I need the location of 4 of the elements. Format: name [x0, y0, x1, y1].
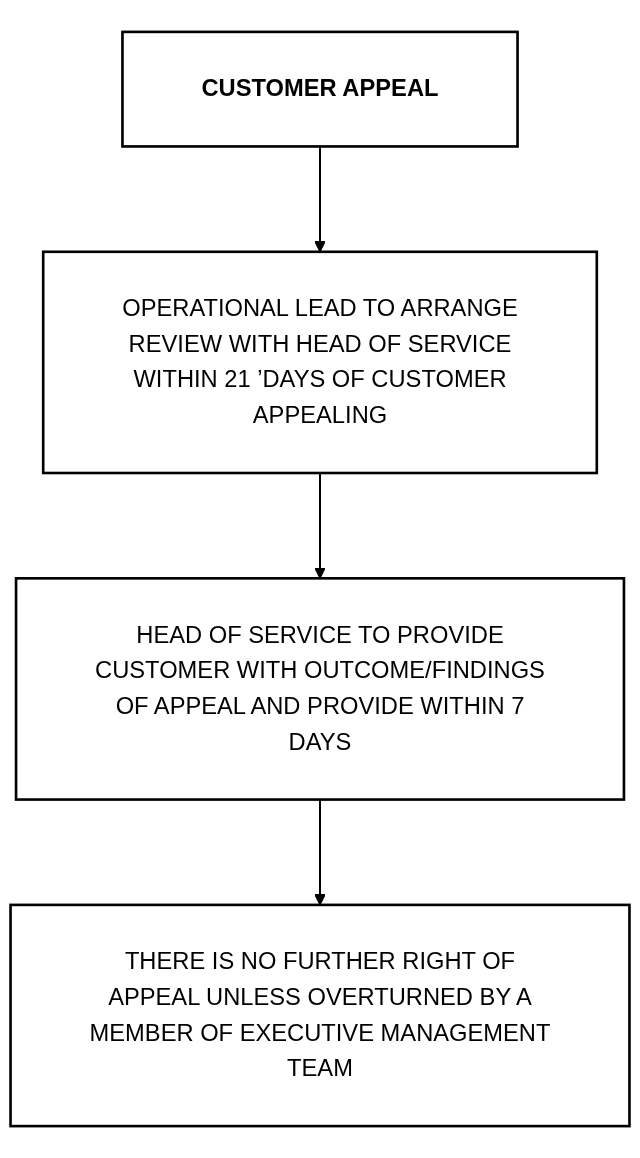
node-box: THERE IS NO FURTHER RIGHT OF APPEAL UNLESS OVERTURNED BY A MEMBER OF EXECUTIVE MANAGEMENT TEAM	[9, 903, 631, 1128]
node-box: CUSTOMER APPEAL	[121, 30, 519, 148]
node-box: OPERATIONAL LEAD TO ARRANGE REVIEW WITH HEAD OF SERVICE WITHIN 21 ’DAYS OF CUSTOMER APPEALING	[41, 250, 599, 475]
node-box: HEAD OF SERVICE TO PROVIDE CUSTOMER WITH OUTCOME/FINDINGS OF APPEAL AND PROVIDE WITHIN 7 DAYS	[14, 577, 626, 801]
